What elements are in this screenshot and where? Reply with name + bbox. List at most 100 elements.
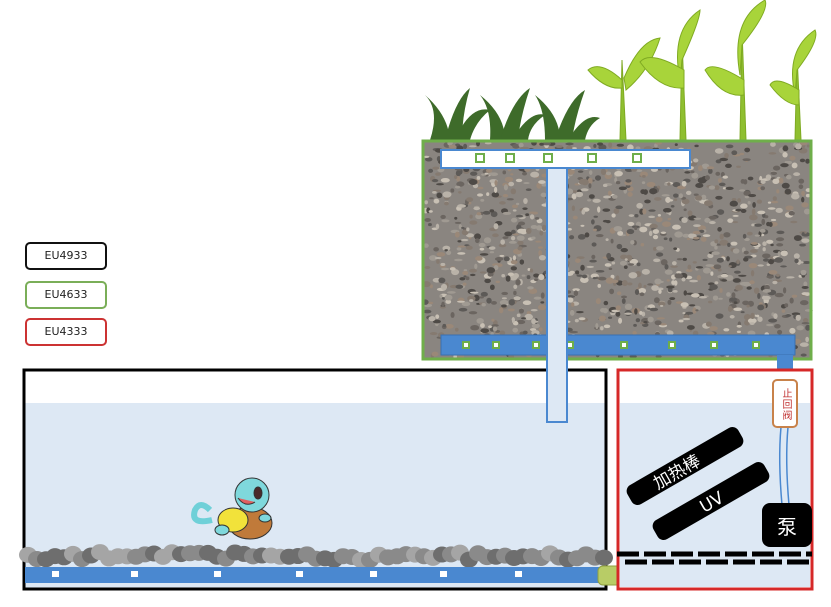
pebble bbox=[425, 157, 433, 162]
pebble bbox=[507, 308, 515, 312]
pebble bbox=[436, 192, 443, 199]
pebble bbox=[503, 256, 510, 262]
pebble bbox=[536, 182, 542, 189]
pebble bbox=[733, 307, 743, 312]
pebble bbox=[602, 183, 608, 188]
pebble bbox=[732, 278, 741, 283]
pebble bbox=[591, 254, 596, 260]
pebble bbox=[742, 233, 747, 239]
pebble bbox=[510, 236, 516, 241]
pebble bbox=[667, 299, 672, 305]
pebble bbox=[701, 194, 707, 201]
pebble bbox=[569, 330, 579, 334]
pebble bbox=[595, 270, 605, 273]
pebble bbox=[491, 318, 495, 322]
pebble bbox=[523, 182, 530, 185]
fish-tank-border bbox=[22, 368, 608, 591]
pebble bbox=[759, 228, 766, 233]
pebble bbox=[709, 284, 718, 291]
pebble bbox=[640, 171, 649, 178]
pebble bbox=[440, 283, 448, 291]
bed-drain-holes bbox=[462, 341, 760, 349]
pebble bbox=[620, 295, 628, 299]
pebble bbox=[572, 215, 578, 220]
pebble bbox=[435, 183, 444, 186]
pebble bbox=[486, 192, 490, 197]
pebble bbox=[781, 182, 790, 189]
pebble bbox=[781, 309, 786, 313]
pebble bbox=[634, 213, 639, 218]
pebble bbox=[586, 265, 594, 268]
pebble bbox=[782, 287, 787, 294]
pebble bbox=[731, 197, 737, 202]
pebble bbox=[511, 317, 515, 324]
pebble bbox=[682, 312, 686, 315]
pebble bbox=[673, 280, 678, 286]
pebble bbox=[648, 230, 653, 237]
pebble bbox=[603, 324, 611, 329]
pebble bbox=[692, 330, 699, 336]
pebble bbox=[788, 210, 795, 216]
pebble bbox=[501, 297, 507, 300]
pebble bbox=[534, 278, 539, 282]
pebble bbox=[539, 142, 544, 146]
pebble bbox=[581, 209, 586, 215]
pebble bbox=[805, 193, 811, 198]
pebble bbox=[639, 292, 645, 297]
pebble bbox=[600, 168, 607, 176]
pebble bbox=[621, 279, 628, 287]
pebble bbox=[446, 250, 452, 256]
pebble bbox=[694, 144, 699, 148]
pebble bbox=[439, 294, 443, 299]
pebble bbox=[711, 251, 720, 256]
pebble bbox=[484, 278, 491, 284]
pebble bbox=[654, 320, 662, 326]
pebble bbox=[603, 195, 612, 199]
pebble bbox=[714, 239, 719, 244]
pebble bbox=[473, 206, 481, 211]
pebble bbox=[433, 247, 439, 252]
pebble bbox=[702, 234, 711, 237]
pebble bbox=[502, 170, 507, 175]
pebble bbox=[777, 251, 781, 257]
pebble bbox=[492, 233, 499, 238]
pebble bbox=[648, 209, 656, 212]
pebble bbox=[791, 312, 801, 316]
pebble bbox=[620, 247, 628, 253]
pebble bbox=[504, 231, 513, 237]
pebble bbox=[592, 228, 597, 232]
pebble bbox=[639, 226, 648, 233]
pebble bbox=[657, 214, 662, 217]
pebble bbox=[762, 247, 766, 252]
pebble bbox=[642, 208, 647, 215]
pebble bbox=[511, 204, 519, 209]
pebble bbox=[603, 300, 609, 306]
pebble bbox=[686, 325, 695, 330]
pebble bbox=[774, 292, 784, 298]
pebble bbox=[468, 311, 478, 315]
pebble bbox=[444, 294, 453, 301]
pump: 泵 bbox=[762, 503, 812, 547]
pebble bbox=[433, 198, 440, 204]
pebble bbox=[476, 212, 482, 216]
leafy-plants bbox=[587, 0, 817, 141]
pebble bbox=[588, 183, 592, 189]
pebble bbox=[460, 238, 469, 242]
pebble bbox=[515, 178, 523, 183]
pebble bbox=[653, 297, 660, 304]
pebble bbox=[799, 342, 809, 347]
pebble bbox=[732, 248, 740, 254]
pebble bbox=[630, 240, 635, 245]
pebble bbox=[432, 191, 437, 194]
pebble bbox=[513, 290, 517, 296]
pebble bbox=[466, 233, 474, 238]
pebble bbox=[569, 309, 575, 316]
pebble bbox=[592, 198, 601, 203]
pebble bbox=[531, 323, 540, 329]
pebble bbox=[494, 180, 498, 186]
pebble bbox=[628, 214, 635, 217]
pebble bbox=[565, 142, 574, 146]
pebble bbox=[740, 311, 745, 314]
pebble bbox=[458, 191, 462, 194]
